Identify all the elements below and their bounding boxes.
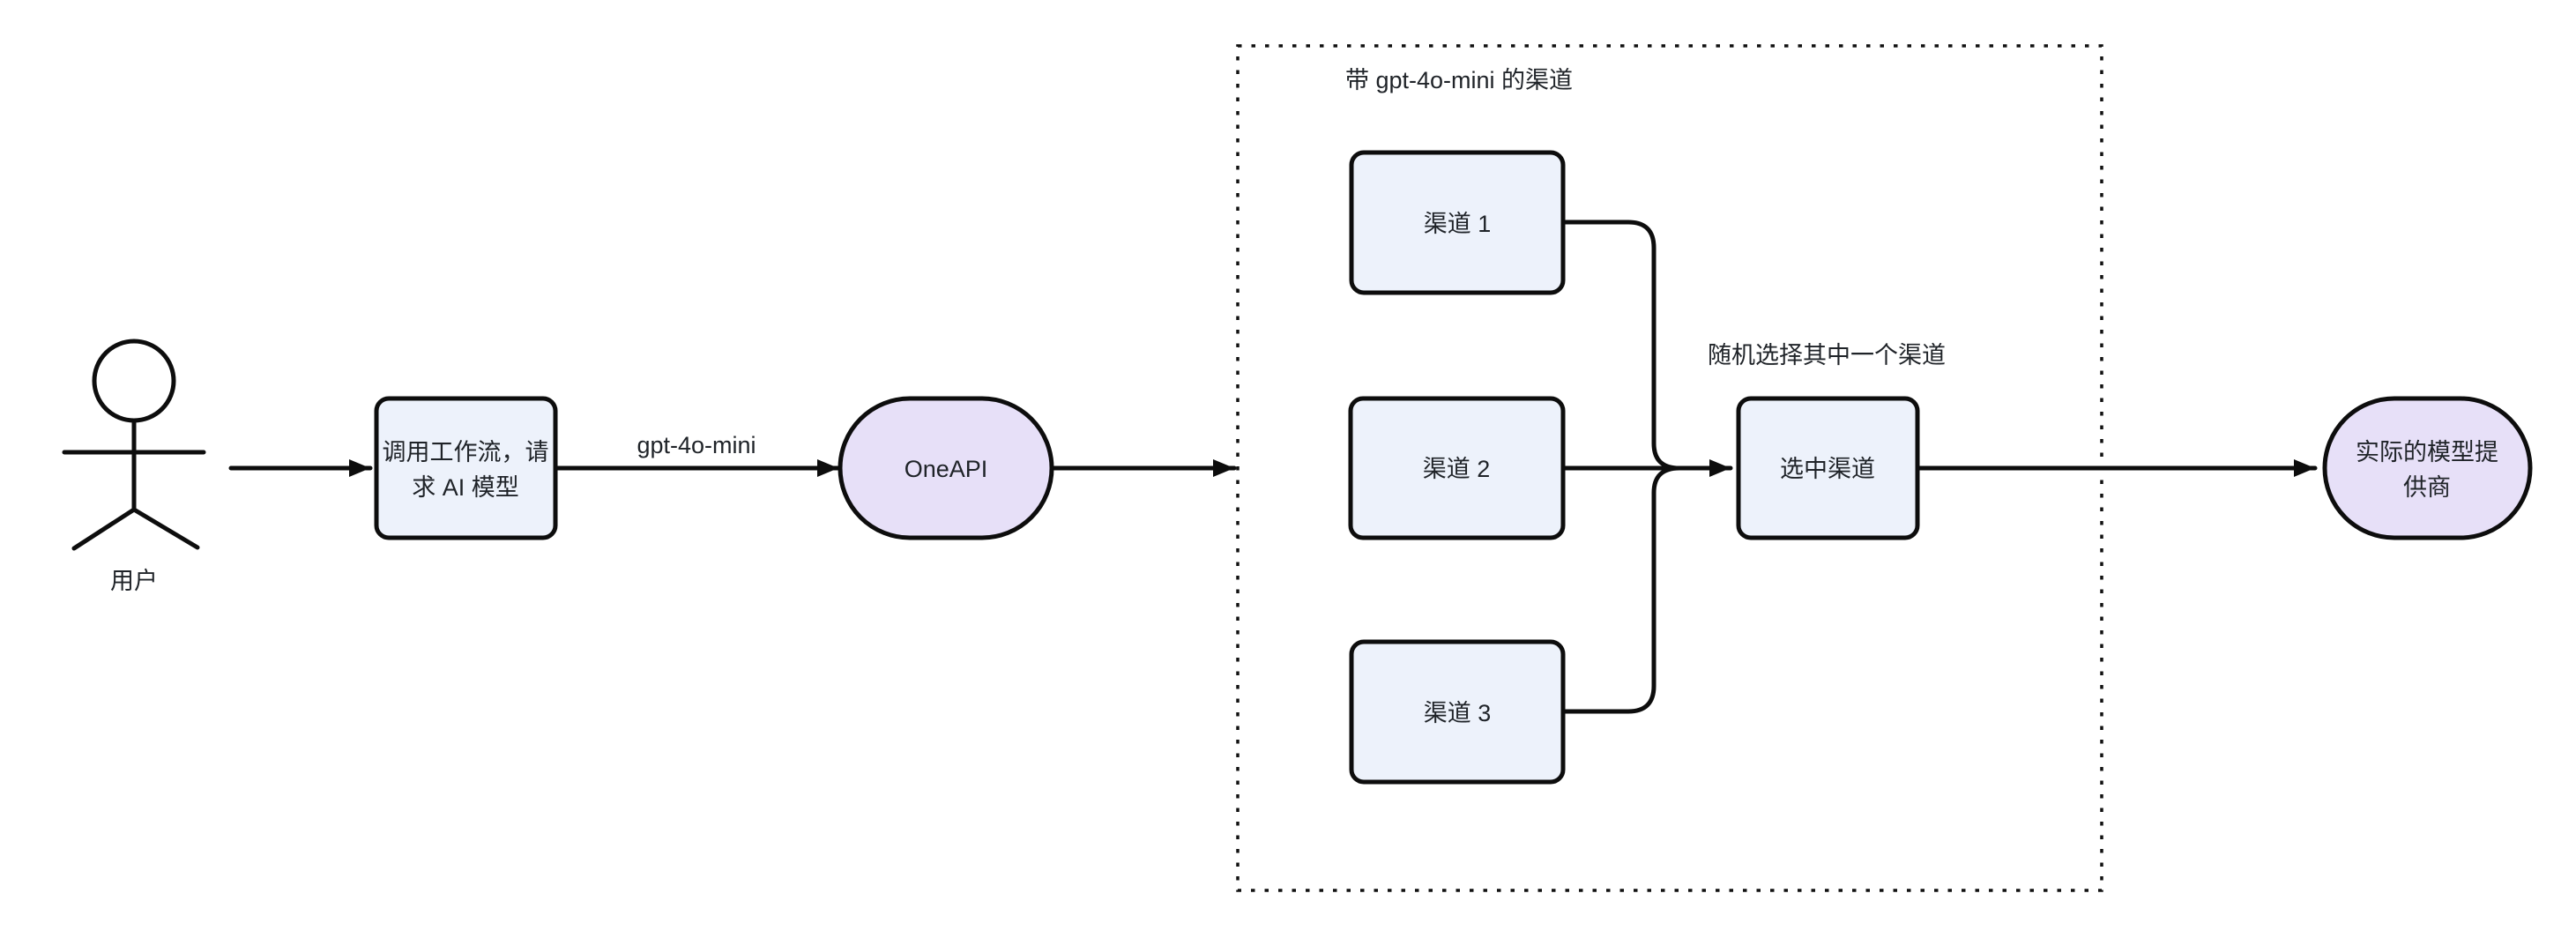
channel-1-node-shape bbox=[1349, 150, 1566, 295]
actor-left-leg bbox=[71, 507, 137, 551]
provider-node-label-line1: 实际的模型提 bbox=[2356, 439, 2498, 465]
channel-2-node-shape bbox=[1348, 396, 1566, 540]
workflow-node-shape bbox=[374, 396, 558, 540]
workflow-node-label-line1: 调用工作流，请 bbox=[383, 439, 549, 465]
provider-node-label-line2: 供商 bbox=[2403, 474, 2451, 501]
provider-node-shape bbox=[2322, 396, 2533, 540]
channel-3-node-label: 渠道 3 bbox=[1424, 700, 1492, 726]
oneapi-node-shape bbox=[838, 396, 1054, 540]
channel-2-node: 渠道 2 bbox=[1348, 396, 1566, 540]
channels-group-title: 带 gpt-4o-mini 的渠道 bbox=[1345, 67, 1573, 93]
actor-right-leg bbox=[131, 507, 200, 550]
channel-2-node-label: 渠道 2 bbox=[1423, 456, 1491, 482]
oneapi-node: OneAPI bbox=[838, 396, 1054, 540]
actor-figure: 用户 bbox=[62, 339, 206, 594]
channel-1-node-label: 渠道 1 bbox=[1424, 211, 1492, 237]
channel-3-node: 渠道 3 bbox=[1349, 639, 1566, 785]
edge-channel1-to-selected bbox=[1560, 220, 1711, 471]
oneapi-node-label: OneAPI bbox=[905, 456, 988, 482]
workflow-node-label-line2: 求 AI 模型 bbox=[412, 474, 519, 501]
selected-channel-node: 选中渠道 bbox=[1736, 396, 1920, 540]
workflow-node: 调用工作流，请 求 AI 模型 bbox=[374, 396, 558, 540]
edge-label-model: gpt-4o-mini bbox=[637, 432, 756, 458]
selected-channel-node-shape bbox=[1736, 396, 1920, 540]
edge-channel3-to-selected bbox=[1560, 465, 1711, 714]
selected-channel-node-label: 选中渠道 bbox=[1780, 456, 1875, 482]
channel-3-node-shape bbox=[1349, 639, 1566, 785]
annotation-random-select: 随机选择其中一个渠道 bbox=[1708, 342, 1946, 368]
provider-node: 实际的模型提 供商 bbox=[2322, 396, 2533, 540]
actor-head bbox=[92, 339, 176, 423]
actor-label: 用户 bbox=[110, 568, 158, 594]
channel-1-node: 渠道 1 bbox=[1349, 150, 1566, 295]
